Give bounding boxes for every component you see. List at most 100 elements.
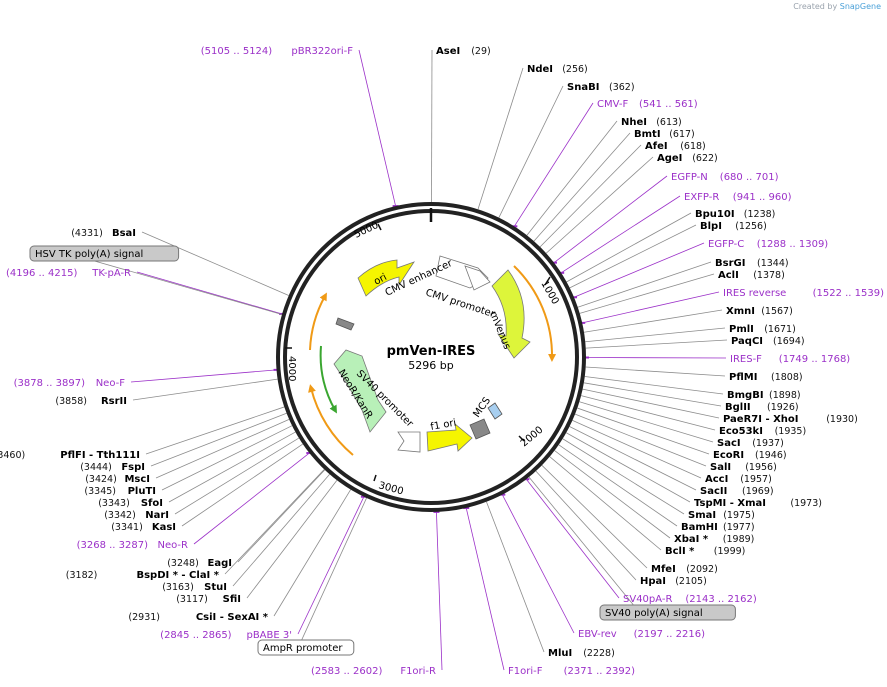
map-label-mfei[interactable]: MfeI(2092) [651, 564, 718, 575]
map-label-name: BsaI [112, 228, 136, 239]
map-label-egfp-c[interactable]: EGFP-C(1288 .. 1309) [708, 239, 828, 250]
map-label-blpi[interactable]: BlpI(1256) [700, 221, 767, 232]
map-label-pluti[interactable]: PluTI(3345) [84, 486, 156, 497]
map-label-sfii[interactable]: SfiI(3117) [176, 594, 241, 605]
map-label-stui[interactable]: StuI(3163) [162, 582, 227, 593]
map-label-hpai[interactable]: HpaI(2105) [640, 576, 707, 587]
plasmid-name: pmVen-IRES [387, 344, 476, 359]
map-label-rsrii[interactable]: RsrII(3858) [55, 396, 127, 407]
map-label-sv40-poly-a-signal[interactable]: SV40 poly(A) signal [599, 604, 736, 621]
map-label-snabi[interactable]: SnaBI(362) [567, 82, 635, 93]
feature-mvenus[interactable] [491, 269, 531, 359]
map-label-acci[interactable]: AccI(1957) [705, 474, 772, 485]
map-label-hsv-tk-poly-a-signal[interactable]: HSV TK poly(A) signal [29, 245, 180, 262]
map-label-name: MfeI [651, 564, 676, 575]
map-label-name: BsrGI [715, 258, 745, 269]
map-label-bcli[interactable]: BclI *(1999) [665, 546, 745, 557]
map-label-sali[interactable]: SalI(1956) [710, 462, 777, 473]
map-label-xmni[interactable]: XmnI(1567) [726, 306, 793, 317]
leader-line [155, 419, 290, 479]
map-label-bmgbi[interactable]: BmgBI(1898) [727, 390, 801, 401]
map-label-asei[interactable]: AseI(29) [436, 46, 491, 57]
map-label-csii-sexai[interactable]: CsiI - SexAI *(2931) [128, 612, 268, 623]
feature-ori[interactable] [357, 259, 415, 297]
map-label-paqci[interactable]: PaqCI(1694) [731, 336, 805, 347]
map-label-ndei[interactable]: NdeI(256) [527, 64, 588, 75]
map-label-nari[interactable]: NarI(3342) [104, 510, 169, 521]
neo-orf-arc [308, 384, 354, 456]
map-label-bmti[interactable]: BmtI(617) [634, 129, 695, 140]
leader-line [569, 224, 697, 289]
map-label-ecori[interactable]: EcoRI(1946) [713, 450, 787, 461]
map-label-f1ori-r[interactable]: F1ori-R(2583 .. 2602) [311, 666, 436, 677]
feature-f1-ori[interactable] [426, 423, 473, 452]
map-label-bamhi[interactable]: BamHI(1977) [681, 522, 755, 533]
leader-line [558, 444, 678, 527]
map-label-sacii[interactable]: SacII(1969) [700, 486, 774, 497]
map-label-pmli[interactable]: PmlI(1671) [729, 324, 796, 335]
map-label-nhei[interactable]: NheI(613) [621, 117, 682, 128]
map-label-bspdi-clai[interactable]: BspDI * - ClaI *(3182) [66, 570, 220, 581]
map-label-name: Neo-R [158, 540, 189, 551]
map-label-position: (2583 .. 2602) [311, 666, 383, 677]
leader-line [585, 327, 726, 343]
map-label-bpu10i[interactable]: Bpu10I(1238) [695, 209, 775, 220]
feature-mcs-block[interactable] [469, 418, 491, 440]
map-label-sfoi[interactable]: SfoI(3343) [98, 498, 163, 509]
map-label-position: (1975) [723, 510, 755, 521]
map-label-position: (680 .. 701) [720, 172, 779, 183]
map-label-ebv-rev[interactable]: EBV-rev(2197 .. 2216) [578, 629, 705, 640]
map-label-name: EGFP-N [671, 172, 708, 183]
map-label-mlui[interactable]: MluI(2228) [548, 648, 615, 659]
map-label-tk-pa-r[interactable]: TK-pA-R(4196 .. 4215) [6, 268, 131, 279]
map-label-position: (3182) [66, 570, 98, 581]
map-label-smai[interactable]: SmaI(1975) [688, 510, 755, 521]
feature-cmv-promoter[interactable] [464, 265, 491, 291]
feature-sv40-promoter[interactable] [397, 431, 421, 453]
map-label-neo-r[interactable]: Neo-R(3268 .. 3287) [77, 540, 188, 551]
map-label-eco53ki[interactable]: Eco53kI(1935) [719, 426, 806, 437]
map-label-paer7i-xhoi[interactable]: PaeR7I - XhoI(1930) [723, 414, 858, 425]
map-label-ires-f[interactable]: IRES-F(1749 .. 1768) [730, 354, 850, 365]
map-label-tspmi-xmai[interactable]: TspMI - XmaI(1973) [694, 498, 822, 509]
map-label-kasi[interactable]: KasI(3341) [111, 522, 176, 533]
map-label-cmv-f[interactable]: CMV-F(541 .. 561) [597, 99, 698, 110]
map-label-afei[interactable]: AfeI(618) [645, 141, 706, 152]
map-label-fspi[interactable]: FspI(3444) [80, 462, 145, 473]
map-label-ires-reverse[interactable]: IRES reverse(1522 .. 1539) [723, 288, 884, 299]
map-label-agei[interactable]: AgeI(622) [657, 153, 718, 164]
map-label-sv40pa-r[interactable]: SV40pA-R(2143 .. 2162) [623, 594, 757, 605]
leader-line [141, 231, 289, 296]
map-label-ampr-promoter[interactable]: AmpR promoter [257, 639, 355, 656]
leader-line [545, 156, 654, 254]
leader-line [582, 388, 720, 419]
snapgene-watermark: Created by SnapGene [793, 2, 881, 11]
leader-line [583, 382, 722, 407]
map-label-name: MscI [124, 474, 150, 485]
leader-line [566, 432, 691, 503]
feature-label-f1-ori: f1 ori [430, 418, 458, 433]
map-label-f1ori-f[interactable]: F1ori-F(2371 .. 2392) [508, 666, 635, 677]
feature-neo-kanr[interactable] [333, 349, 387, 433]
leader-line [181, 443, 303, 527]
map-label-name: EcoRI [713, 450, 744, 461]
map-label-position: (1898) [769, 390, 801, 401]
map-label-exfp-r[interactable]: EXFP-R(941 .. 960) [684, 192, 792, 203]
map-label-eagi[interactable]: EagI(3248) [167, 558, 232, 569]
map-label-bglii[interactable]: BglII(1926) [725, 402, 799, 413]
map-label-pbabe-3[interactable]: pBABE 3'(2845 .. 2865) [160, 630, 292, 641]
map-label-bsrgi[interactable]: BsrGI(1344) [715, 258, 789, 269]
amp-orf-arc [309, 292, 327, 351]
map-label-msci[interactable]: MscI(3424) [85, 474, 150, 485]
feature-mcs[interactable] [487, 402, 503, 420]
map-label-pflmi[interactable]: PflMI(1808) [729, 372, 803, 383]
map-label-bsai[interactable]: BsaI(4331) [71, 228, 136, 239]
map-label-saci[interactable]: SacI(1937) [717, 438, 784, 449]
map-label-acli[interactable]: AclI(1378) [718, 270, 785, 281]
map-label-xbai[interactable]: XbaI *(1989) [674, 534, 754, 545]
map-label-neo-f[interactable]: Neo-F(3878 .. 3897) [14, 378, 126, 389]
map-label-pflfi-tth111i[interactable]: PflFI - Tth111I(3460) [0, 450, 140, 461]
map-label-egfp-n[interactable]: EGFP-N (680 .. 701) [671, 172, 779, 183]
map-label-position: (541 .. 561) [639, 99, 698, 110]
map-label-pbr322ori-f[interactable]: pBR322ori-F(5105 .. 5124) [201, 46, 353, 57]
